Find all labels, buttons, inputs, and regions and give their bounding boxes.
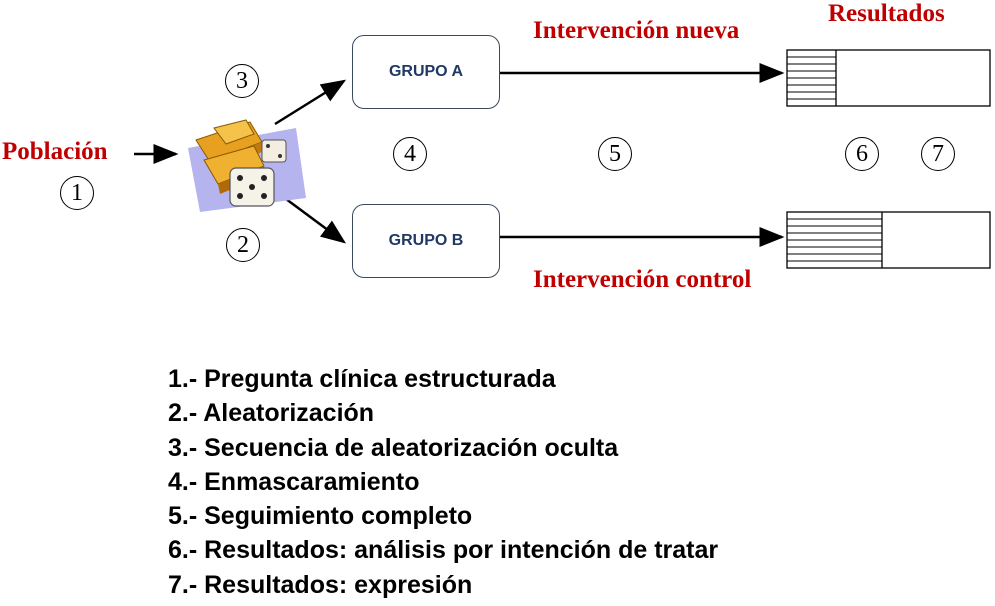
- grupo-a-box: GRUPO A: [352, 35, 500, 109]
- step-circle-5: 5: [598, 137, 632, 171]
- legend-item: 6.- Resultados: análisis por intención d…: [168, 536, 719, 565]
- dice-and-gold-bars-icon: [188, 119, 306, 212]
- legend-item: 7.- Resultados: expresión: [168, 570, 473, 599]
- result-box-a: [786, 49, 991, 107]
- legend-item: 2.- Aleatorización: [168, 399, 375, 428]
- randomization-arrow-a: [274, 79, 347, 126]
- step-circle-7: 7: [921, 137, 955, 171]
- intervencion-nueva-label: Intervención nueva: [533, 17, 740, 44]
- step-circle-3: 3: [225, 64, 259, 98]
- randomization-arrow-b: [281, 194, 347, 244]
- legend-list: 1.- Pregunta clínica estructurada 2.- Al…: [168, 362, 718, 602]
- result-box-b: [786, 211, 991, 269]
- step-circle-6: 6: [845, 137, 879, 171]
- step-circle-1: 1: [60, 176, 94, 210]
- legend-item: 5.- Seguimiento completo: [168, 502, 473, 531]
- legend-item: 1.- Pregunta clínica estructurada: [168, 365, 556, 393]
- step-circle-2: 2: [226, 228, 260, 262]
- legend-item: 3.- Secuencia de aleatorización oculta: [168, 433, 619, 462]
- grupo-b-label: GRUPO B: [388, 232, 464, 249]
- resultados-label: Resultados: [828, 0, 945, 27]
- grupo-b-box: GRUPO B: [352, 204, 500, 278]
- poblacion-label: Población: [2, 138, 108, 165]
- legend-item: 4.- Enmascaramiento: [168, 467, 420, 496]
- intervencion-control-label: Intervención control: [533, 266, 752, 293]
- grupo-a-label: GRUPO A: [388, 63, 464, 80]
- step-circle-4: 4: [393, 137, 427, 171]
